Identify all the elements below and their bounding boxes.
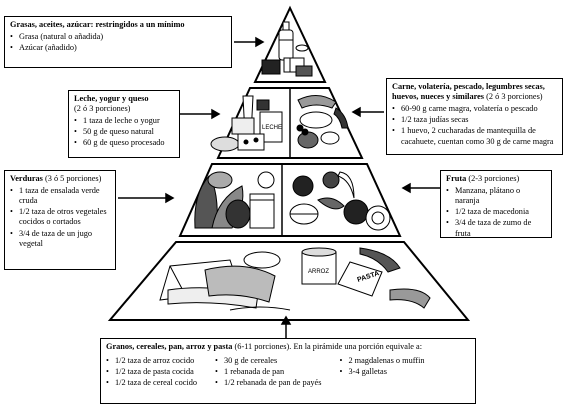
grains-illustration: ARROZ PASTA — [159, 247, 431, 311]
fruit-info-box: Fruta (2-3 porciones) Manzana, plátano o… — [440, 170, 552, 238]
vegetables-item: 1/2 taza de otros vegetales cocidos o co… — [10, 207, 110, 227]
fats-item: Azúcar (añadido) — [10, 43, 226, 53]
grains-item: 1/2 taza de arroz cocido — [106, 356, 197, 366]
fats-info-box: Grasas, aceites, azúcar: restringidos a … — [4, 16, 232, 68]
pyramid-tier-base — [107, 241, 471, 321]
grains-col-2: 30 g de cereales 1 rebanada de pan 1/2 r… — [215, 355, 321, 389]
grains-item: 1 rebanada de pan — [215, 367, 321, 377]
vegetables-illustration — [194, 171, 275, 229]
connector-arrows — [118, 36, 440, 338]
dairy-item: 1 taza de leche o yogur — [74, 116, 174, 126]
fats-title: Grasas, aceites, azúcar: restringidos a … — [10, 20, 185, 29]
vegetables-items: 1 taza de ensalada verde cruda 1/2 taza … — [10, 186, 110, 249]
grains-title: Granos, cereales, pan, arroz y pasta — [106, 342, 233, 351]
pyramid-label-leche: LECHE — [262, 125, 282, 131]
grains-item: 1/2 taza de pasta cocida — [106, 367, 197, 377]
dairy-info-box: Leche, yogur y queso (2 ó 3 porciones) 1… — [68, 90, 180, 158]
fruit-item: Manzana, plátano o naranja — [446, 186, 546, 206]
meat-illustration — [296, 95, 349, 149]
fruit-portions: (2-3 porciones) — [468, 174, 520, 183]
dairy-illustration: LECHE — [210, 95, 283, 152]
grains-item: 1/2 taza de cereal cocido — [106, 378, 197, 388]
dairy-title: Leche, yogur y queso — [74, 94, 149, 103]
grains-item: 1/2 rebanada de pan de payés — [215, 378, 321, 388]
vegetables-item: 1 taza de ensalada verde cruda — [10, 186, 110, 206]
meat-items: 60-90 g carne magra, volatería o pescado… — [392, 104, 557, 146]
grains-info-box: Granos, cereales, pan, arroz y pasta (6-… — [100, 338, 476, 404]
dairy-item: 50 g de queso natural — [74, 127, 174, 137]
grains-col-1: 1/2 taza de arroz cocido 1/2 taza de pas… — [106, 355, 197, 389]
meat-item: 1/2 taza judías secas — [392, 115, 557, 125]
meat-item: 1 huevo, 2 cucharadas de mantequilla de … — [392, 126, 557, 146]
grains-item: 2 magdalenas o muffin — [339, 356, 424, 366]
fruit-illustration — [289, 171, 391, 231]
meat-item: 60-90 g carne magra, volatería o pescado — [392, 104, 557, 114]
meat-title: Carne, volatería, pescado, legumbres sec… — [392, 82, 545, 102]
grains-item: 3-4 galletas — [339, 367, 424, 377]
fruit-item: 1/2 taza de macedonia — [446, 207, 546, 217]
fruit-title: Fruta — [446, 174, 467, 183]
meat-portions: (2 ó 3 porciones) — [486, 92, 543, 102]
meat-info-box: Carne, volatería, pescado, legumbres sec… — [386, 78, 563, 155]
dairy-portions: (2 ó 3 porciones) — [74, 104, 131, 114]
grains-columns: 1/2 taza de arroz cocido 1/2 taza de pas… — [106, 355, 470, 389]
fruit-items: Manzana, plátano o naranja 1/2 taza de m… — [446, 186, 546, 239]
vegetables-item: 3/4 de taza de un jugo vegetal — [10, 229, 110, 249]
grains-item: 30 g de cereales — [215, 356, 321, 366]
fats-item: Grasa (natural o añadida) — [10, 32, 226, 42]
dairy-items: 1 taza de leche o yogur 50 g de queso na… — [74, 116, 174, 148]
fats-sugar-illustration — [261, 21, 313, 77]
vegetables-portions: (3 ó 5 porciones) — [44, 174, 102, 183]
pyramid-label-arroz: ARROZ — [308, 269, 329, 275]
dairy-item: 60 g de queso procesado — [74, 138, 174, 148]
grains-portions: (6-11 porciones). — [234, 342, 292, 351]
fats-items: Grasa (natural o añadida) Azúcar (añadid… — [10, 32, 226, 53]
vegetables-info-box: Verduras (3 ó 5 porciones) 1 taza de ens… — [4, 170, 116, 270]
grains-col-3: 2 magdalenas o muffin 3-4 galletas — [339, 355, 424, 389]
vegetables-title: Verduras — [10, 174, 43, 183]
fruit-item: 3/4 de taza de zumo de fruta — [446, 218, 546, 238]
grains-note: En la pirámide una porción equivale a: — [293, 342, 423, 351]
